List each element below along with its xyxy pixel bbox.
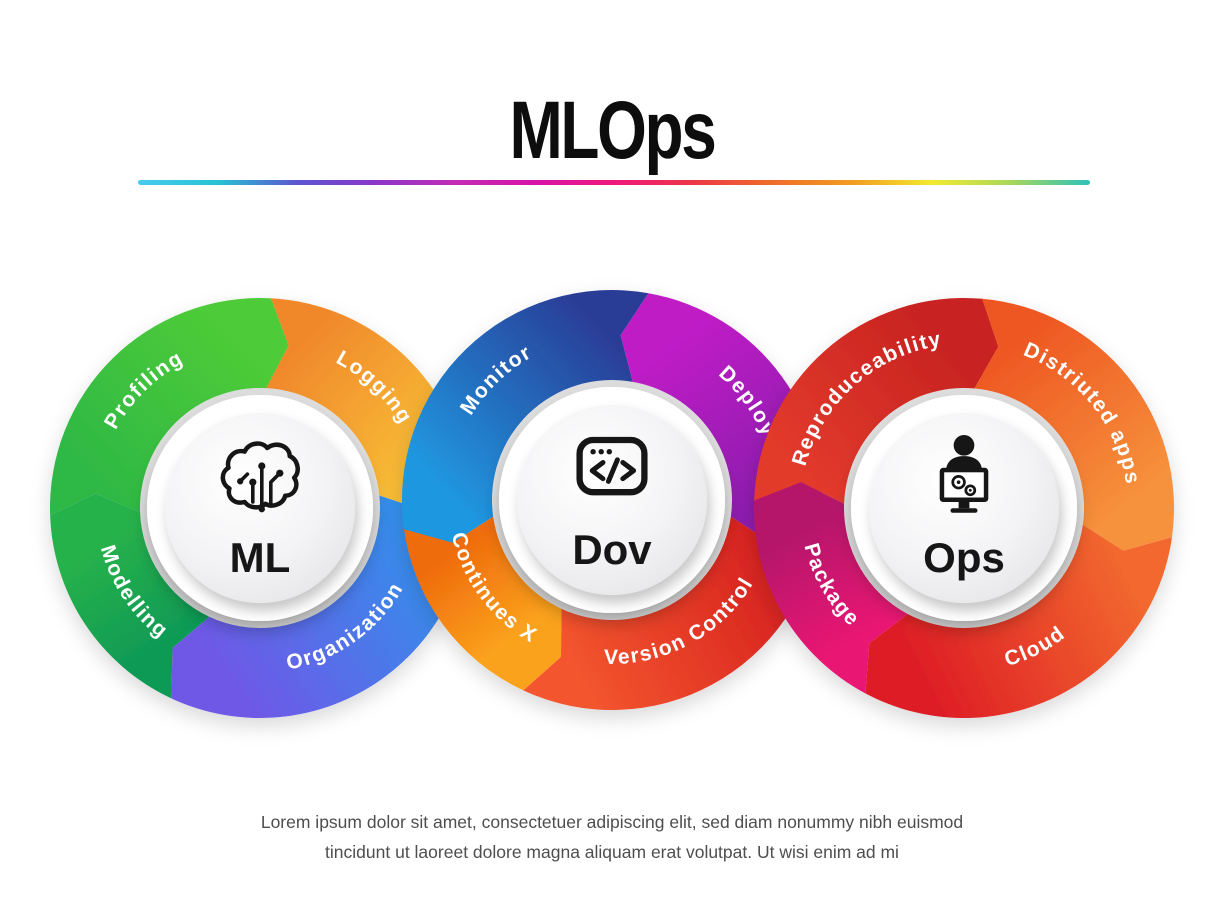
segment-distriuted-apps xyxy=(974,298,1175,551)
center-label-ml: ML xyxy=(230,534,291,581)
center-label-ops: Ops xyxy=(923,534,1005,581)
segment-profiling xyxy=(50,298,289,516)
center-disc-inner-dev xyxy=(517,405,707,595)
segment-reproduceability xyxy=(754,298,999,504)
footer-line-2: tincidunt ut laoreet dolore magna aliqua… xyxy=(325,841,899,862)
footer-line-1: Lorem ipsum dolor sit amet, consectetuer… xyxy=(260,812,964,832)
footer-text: Lorem ipsum dolor sit amet, consectetuer… xyxy=(0,808,1224,868)
segment-cloud xyxy=(865,524,1172,718)
segment-modelling xyxy=(50,493,210,699)
segment-monitor xyxy=(401,289,649,543)
page-title: MLOps xyxy=(509,85,716,176)
center-label-dev: Dov xyxy=(572,526,652,573)
segment-package xyxy=(754,482,908,694)
rainbow-divider xyxy=(138,180,1090,185)
segment-continues-x xyxy=(404,516,562,691)
segment-organization xyxy=(171,486,471,719)
segment-version-control xyxy=(523,516,820,710)
